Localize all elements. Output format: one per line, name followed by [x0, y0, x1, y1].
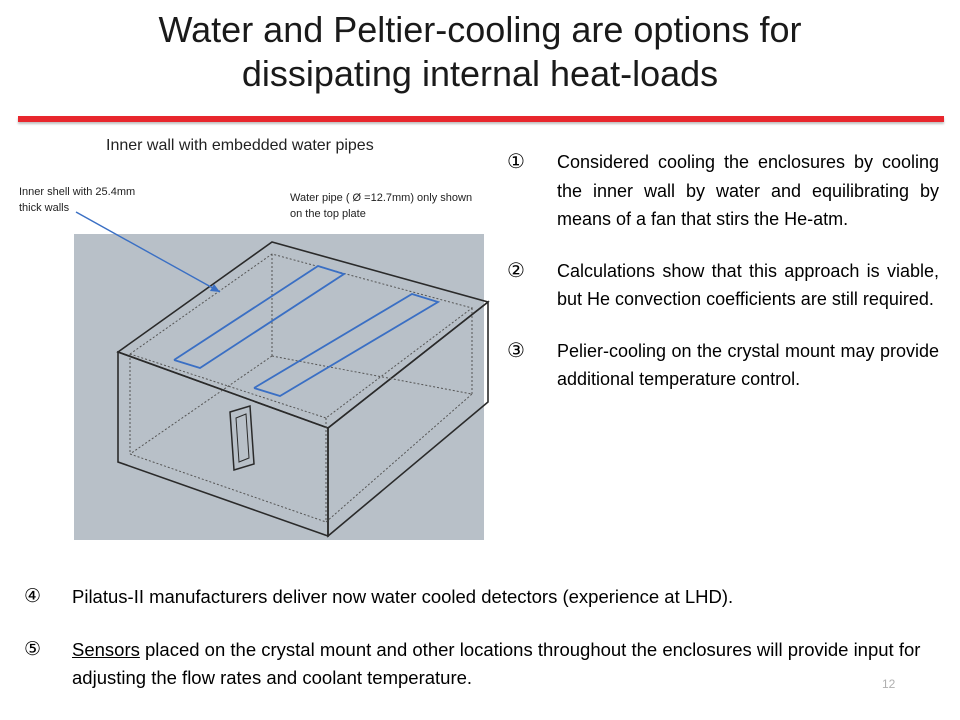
inner-shell-annotation: Inner shell with 25.4mm thick walls [19, 186, 136, 214]
point-number: ⑤ [24, 639, 42, 660]
enclosure-cad-image [74, 211, 490, 540]
bottom-points: ④ Pilatus-II manufacturers deliver now w… [22, 583, 942, 717]
port-opening [229, 405, 255, 471]
point-text-block: Sensors placed on the crystal mount and … [72, 636, 942, 692]
point-number: ① [507, 151, 525, 173]
point-text: Calculations show that this approach is … [557, 260, 939, 310]
water-pipe-loop-1 [173, 265, 347, 369]
point-text: Considered cooling the enclosures by coo… [557, 152, 939, 229]
sensors-link[interactable]: Sensors [72, 639, 140, 660]
list-item: ① Considered cooling the enclosures by c… [505, 148, 939, 234]
list-item: ④ Pilatus-II manufacturers deliver now w… [22, 583, 942, 611]
list-item: ② Calculations show that this approach i… [505, 257, 939, 314]
water-pipe-annotation: Water pipe ( Ø =12.7mm) only shown on th… [290, 192, 473, 220]
point-text: Pelier-cooling on the crystal mount may … [557, 340, 939, 390]
point-number: ② [507, 259, 525, 282]
point-number: ④ [24, 586, 42, 607]
point-text: Pilatus-II manufacturers deliver now wat… [72, 586, 734, 607]
water-pipe-loop-2 [253, 293, 441, 397]
figure-background [74, 234, 484, 540]
point-text: placed on the crystal mount and other lo… [72, 639, 921, 688]
title-line-1: Water and Peltier-cooling are options fo… [158, 9, 802, 50]
list-item: ③ Pelier-cooling on the crystal mount ma… [505, 337, 939, 394]
title-line-2: dissipating internal heat-loads [241, 53, 719, 94]
inner-shell-arrow [75, 211, 221, 293]
title-divider [18, 116, 944, 122]
numbered-points: ① Considered cooling the enclosures by c… [505, 148, 939, 417]
slide-title: Water and Peltier-cooling are options fo… [40, 8, 920, 96]
figure-caption: Inner wall with embedded water pipes [106, 137, 374, 154]
cad-figure: Inner shell with 25.4mm thick walls Wate… [10, 170, 490, 542]
list-item: ⑤ Sensors placed on the crystal mount an… [22, 636, 942, 692]
page-number: 12 [882, 677, 896, 691]
point-number: ③ [507, 339, 525, 362]
